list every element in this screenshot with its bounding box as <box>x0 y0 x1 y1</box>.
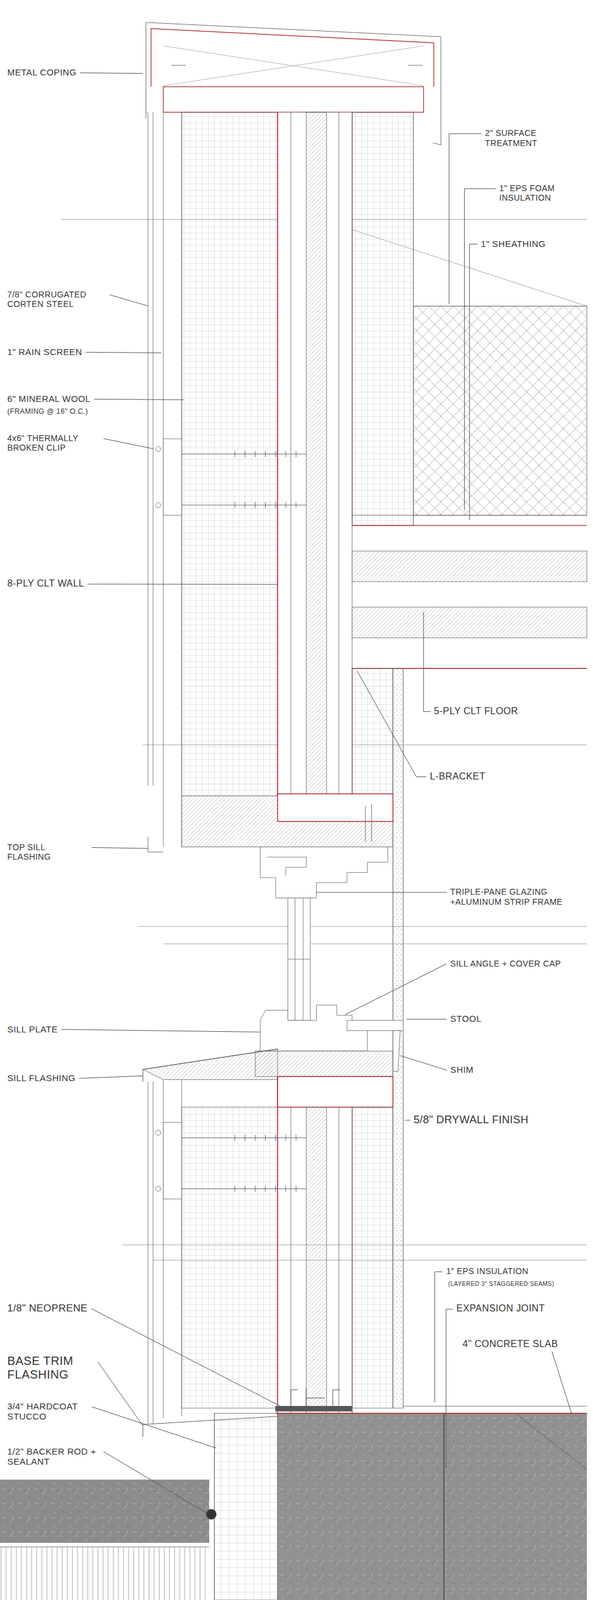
leader-line <box>90 1309 281 1408</box>
leader-line <box>103 439 153 450</box>
leader-line <box>552 1352 572 1415</box>
callout-label: METAL COPING <box>5 67 78 78</box>
callout-label: SHIM <box>449 1065 475 1076</box>
callout-label: (FRAMING @ 16" O.C.) <box>5 408 90 417</box>
leader-line <box>406 1019 447 1021</box>
callout-label: EXPANSION JOINT <box>455 1304 547 1315</box>
leader-line <box>87 584 279 585</box>
callout-label: SILL FLASHING <box>5 1073 77 1084</box>
leader-line <box>449 133 482 305</box>
callout-label: 1" SHEATHING <box>479 238 547 249</box>
callout-label: 7/8" CORRUGATED CORTEN STEEL <box>5 289 107 309</box>
leader-line <box>345 964 447 1016</box>
callout-label: 4x6" THERMALLY BROKEN CLIP <box>5 433 102 453</box>
leader-line <box>91 848 148 850</box>
leader-line <box>446 1310 453 1470</box>
callout-label: TRIPLE-PANE GLAZING +ALUMINUM STRIP FRAM… <box>449 887 586 907</box>
leader-line <box>357 671 427 778</box>
callout-label: TOP SILL FLASHING <box>5 843 90 863</box>
callout-label: STOOL <box>449 1014 484 1025</box>
callout-label: 3/4" HARDCOAT STUCCO <box>5 1402 90 1424</box>
leader-line <box>434 1272 443 1404</box>
callout-label: 5/8" DRYWALL FINISH <box>412 1114 530 1128</box>
leader-line <box>405 1120 410 1122</box>
callout-label: 1/8" NEOPRENE <box>5 1303 89 1316</box>
callout-label: BASE TRIM FLASHING <box>5 1355 96 1383</box>
callout-label: 5-PLY CLT FLOOR <box>432 706 520 718</box>
callout-label: 4" CONCRETE SLAB <box>461 1339 560 1351</box>
leader-line <box>109 295 148 307</box>
callout-label: (LAYERED 3" STAGGERED SEAMS) <box>446 1281 555 1289</box>
leader-line <box>85 352 162 353</box>
callout-label: 1" EPS INSULATION <box>445 1267 530 1277</box>
leader-line <box>316 893 447 894</box>
callout-label: 1" RAIN SCREEN <box>5 347 84 358</box>
callout-label: 6" MINERAL WOOL <box>5 393 92 405</box>
leader-line <box>80 73 144 74</box>
callout-label: 8-PLY CLT WALL <box>5 578 85 590</box>
leader-line <box>469 244 478 521</box>
leader-line <box>79 1076 143 1080</box>
leader-line <box>103 1452 207 1515</box>
leader-line <box>423 612 431 713</box>
leader-line <box>399 1056 447 1072</box>
callout-label: SILL PLATE <box>5 1024 59 1036</box>
leader-line <box>91 1407 217 1450</box>
leader-line <box>464 188 497 511</box>
callout-label: L-BRACKET <box>428 771 487 783</box>
callout-label: 2" SURFACE TREATMENT <box>483 128 573 148</box>
callout-label: SILL ANGLE + COVER CAP <box>449 959 563 970</box>
leader-line <box>93 399 184 400</box>
callout-label: 1/2" BACKER ROD + SEALANT <box>5 1447 102 1469</box>
callout-label: 1" EPS FOAM INSULATION <box>497 183 588 203</box>
leader-line <box>61 1030 261 1033</box>
